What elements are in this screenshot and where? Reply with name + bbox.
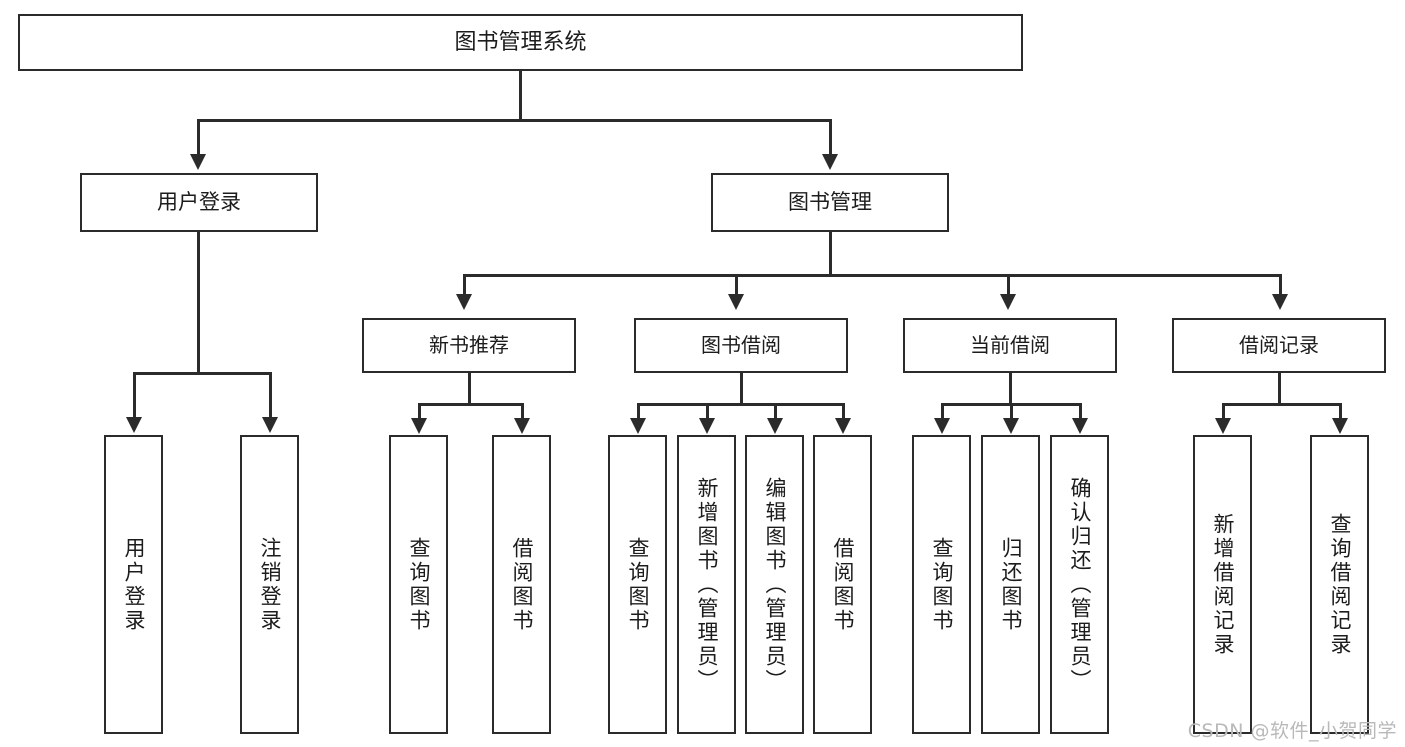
node-book-borrow-label: 图书借阅 <box>701 333 781 357</box>
leaf-bb-edit-book-label: 编辑图书（管理员） <box>763 476 787 693</box>
connector-current-borrow-stem <box>1009 373 1012 403</box>
connector-user-login-drop-2 <box>269 372 272 420</box>
arrow-to-leaf-cb-query-book <box>934 418 950 434</box>
leaf-cb-query-book-label: 查询图书 <box>930 536 954 633</box>
leaf-bb-query-book[interactable]: 查询图书 <box>608 435 667 734</box>
connector-book-manage-drop-1 <box>463 274 466 298</box>
connector-new-book-bus <box>418 403 521 406</box>
leaf-nb-borrow-book-label: 借阅图书 <box>510 536 534 633</box>
arrow-to-book-manage <box>822 154 838 170</box>
node-user-login[interactable]: 用户登录 <box>80 173 318 232</box>
connector-book-manage-bus <box>463 274 1279 277</box>
connector-current-borrow-drop-1 <box>941 403 944 421</box>
arrow-to-book-borrow <box>728 294 744 310</box>
csdn-watermark: CSDN @软件_小贺同学 <box>1187 720 1397 742</box>
node-new-book-recommend-label: 新书推荐 <box>429 333 509 357</box>
connector-book-manage-drop-4 <box>1279 274 1282 298</box>
arrow-to-leaf-bb-borrow-book <box>835 418 851 434</box>
node-current-borrow[interactable]: 当前借阅 <box>903 318 1117 373</box>
node-root[interactable]: 图书管理系统 <box>18 14 1023 71</box>
leaf-bb-borrow-book-label: 借阅图书 <box>831 536 855 633</box>
leaf-br-add-record-label: 新增借阅记录 <box>1211 512 1235 657</box>
connector-user-login-stem <box>197 232 200 372</box>
arrow-to-new-book-recommend <box>456 294 472 310</box>
leaf-br-add-record[interactable]: 新增借阅记录 <box>1193 435 1252 734</box>
connector-book-borrow-stem <box>740 373 743 403</box>
leaf-bb-edit-book[interactable]: 编辑图书（管理员） <box>745 435 804 734</box>
connector-borrow-record-stem <box>1278 373 1281 403</box>
node-borrow-record[interactable]: 借阅记录 <box>1172 318 1386 373</box>
arrow-to-leaf-bb-query-book <box>630 418 646 434</box>
arrow-to-leaf-nb-borrow-book <box>514 418 530 434</box>
leaf-nb-borrow-book[interactable]: 借阅图书 <box>492 435 551 734</box>
leaf-logout-label: 注销登录 <box>258 536 282 633</box>
connector-book-manage-stem <box>829 232 832 274</box>
connector-book-borrow-drop-2 <box>706 403 709 421</box>
connector-root-stem <box>519 71 522 119</box>
connector-book-borrow-drop-1 <box>637 403 640 421</box>
connector-borrow-record-drop-1 <box>1222 403 1225 421</box>
connector-borrow-record-bus <box>1222 403 1339 406</box>
arrow-to-leaf-bb-edit-book <box>767 418 783 434</box>
node-book-borrow[interactable]: 图书借阅 <box>634 318 848 373</box>
leaf-cb-confirm-return-label: 确认归还（管理员） <box>1068 476 1092 693</box>
connector-root-drop-2 <box>829 119 832 157</box>
connector-new-book-drop-2 <box>521 403 524 421</box>
leaf-cb-return-book-label: 归还图书 <box>999 536 1023 633</box>
connector-root-bus <box>197 119 832 122</box>
node-root-label: 图书管理系统 <box>454 29 587 55</box>
connector-book-borrow-bus <box>637 403 844 406</box>
arrow-to-leaf-bb-add-book <box>699 418 715 434</box>
node-borrow-record-label: 借阅记录 <box>1239 333 1319 357</box>
connector-new-book-drop-1 <box>418 403 421 421</box>
connector-book-manage-drop-3 <box>1007 274 1010 298</box>
connector-user-login-drop-1 <box>133 372 136 420</box>
arrow-to-leaf-cb-return-book <box>1003 418 1019 434</box>
node-user-login-label: 用户登录 <box>157 190 241 215</box>
node-book-manage[interactable]: 图书管理 <box>711 173 949 232</box>
leaf-cb-query-book[interactable]: 查询图书 <box>912 435 971 734</box>
connector-current-borrow-drop-3 <box>1079 403 1082 421</box>
connector-book-borrow-drop-4 <box>842 403 845 421</box>
arrow-to-leaf-user-login <box>126 417 142 433</box>
leaf-br-query-record-label: 查询借阅记录 <box>1328 512 1352 657</box>
arrow-to-current-borrow <box>1000 294 1016 310</box>
connector-current-borrow-drop-2 <box>1010 403 1013 421</box>
leaf-br-query-record[interactable]: 查询借阅记录 <box>1310 435 1369 734</box>
connector-new-book-stem <box>468 373 471 403</box>
leaf-nb-query-book[interactable]: 查询图书 <box>389 435 448 734</box>
node-current-borrow-label: 当前借阅 <box>970 333 1050 357</box>
arrow-to-leaf-nb-query-book <box>411 418 427 434</box>
arrow-to-user-login <box>190 154 206 170</box>
arrow-to-borrow-record <box>1272 294 1288 310</box>
leaf-user-login[interactable]: 用户登录 <box>104 435 163 734</box>
arrow-to-leaf-br-add-record <box>1215 418 1231 434</box>
arrow-to-leaf-logout <box>262 417 278 433</box>
leaf-nb-query-book-label: 查询图书 <box>407 536 431 633</box>
leaf-bb-add-book-label: 新增图书（管理员） <box>695 476 719 693</box>
arrow-to-leaf-br-query-record <box>1332 418 1348 434</box>
node-book-manage-label: 图书管理 <box>788 190 872 215</box>
leaf-user-login-label: 用户登录 <box>122 536 146 633</box>
leaf-cb-return-book[interactable]: 归还图书 <box>981 435 1040 734</box>
connector-book-manage-drop-2 <box>735 274 738 298</box>
leaf-cb-confirm-return[interactable]: 确认归还（管理员） <box>1050 435 1109 734</box>
leaf-logout[interactable]: 注销登录 <box>240 435 299 734</box>
connector-borrow-record-drop-2 <box>1339 403 1342 421</box>
leaf-bb-add-book[interactable]: 新增图书（管理员） <box>677 435 736 734</box>
connector-root-drop-1 <box>197 119 200 157</box>
leaf-bb-query-book-label: 查询图书 <box>626 536 650 633</box>
arrow-to-leaf-cb-confirm-return <box>1072 418 1088 434</box>
connector-book-borrow-drop-3 <box>774 403 777 421</box>
leaf-bb-borrow-book[interactable]: 借阅图书 <box>813 435 872 734</box>
connector-user-login-bus <box>133 372 269 375</box>
node-new-book-recommend[interactable]: 新书推荐 <box>362 318 576 373</box>
